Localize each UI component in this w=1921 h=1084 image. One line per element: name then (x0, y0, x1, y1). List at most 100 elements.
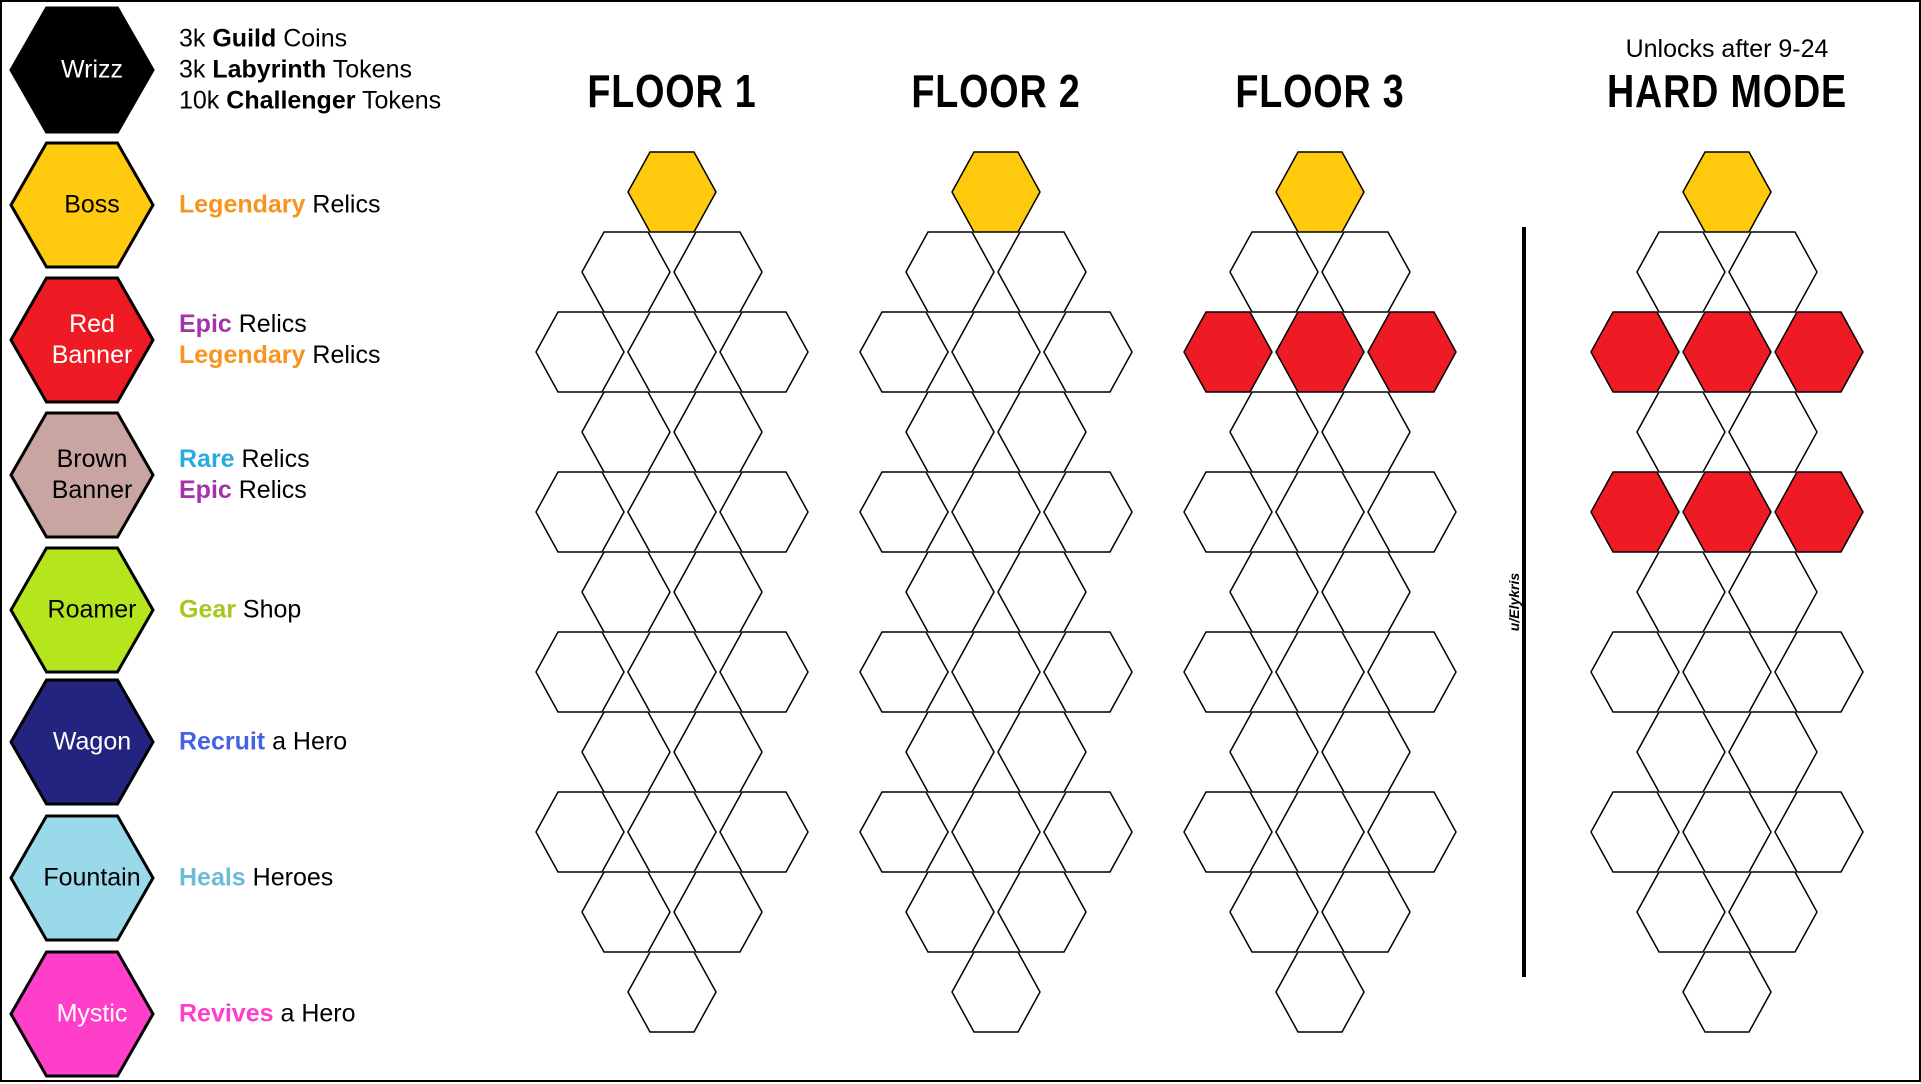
empty-hex (1774, 631, 1864, 713)
floor-grid-hard-mode (1590, 151, 1864, 1033)
legend-label-roamer: Roamer (22, 595, 162, 626)
boss-hex (1682, 151, 1772, 233)
floor-grid-floor-1 (535, 151, 809, 1033)
red-banner-hex (1774, 311, 1864, 393)
legend-desc-line: Rare Relics (179, 444, 310, 475)
legend-desc-line: 3k Labyrinth Tokens (179, 55, 441, 86)
floor-title-floor-3: FLOOR 3 (1235, 65, 1405, 117)
highlight-text: Rare (179, 445, 235, 473)
empty-hex (1321, 551, 1411, 633)
empty-hex (627, 311, 717, 393)
floor-subtitle: Unlocks after 9-24 (1625, 35, 1829, 63)
empty-hex (581, 391, 671, 473)
empty-hex (1043, 791, 1133, 873)
empty-hex (905, 711, 995, 793)
plain-text: Coins (276, 24, 348, 53)
hard-mode-divider (1522, 227, 1526, 977)
bold-text: Challenger (226, 86, 356, 115)
plain-text: Relics (234, 445, 310, 473)
legend-label-fountain: Fountain (22, 863, 162, 894)
empty-hex (1183, 631, 1273, 713)
red-banner-hex (1590, 311, 1680, 393)
legend-desc-fountain: Heals Heroes (179, 863, 333, 894)
empty-hex (951, 951, 1041, 1033)
legend-hex-wagon (9, 678, 155, 806)
red-banner-hex (1367, 311, 1457, 393)
empty-hex (997, 871, 1087, 953)
legend-desc-line: Heals Heroes (179, 863, 333, 894)
highlight-text: Epic (179, 310, 232, 338)
empty-hex (1636, 391, 1726, 473)
empty-hex (1682, 791, 1772, 873)
empty-hex (1682, 951, 1772, 1033)
plain-text: Tokens (355, 86, 442, 115)
empty-hex (1728, 391, 1818, 473)
red-banner-hex (1275, 311, 1365, 393)
red-banner-hex (1183, 311, 1273, 393)
legend-hex-brown-banner (9, 411, 155, 539)
empty-hex (1229, 231, 1319, 313)
boss-hex (951, 151, 1041, 233)
empty-hex (997, 231, 1087, 313)
empty-hex (1367, 791, 1457, 873)
plain-text: Relics (305, 341, 381, 369)
empty-hex (859, 791, 949, 873)
legend-label-wagon: Wagon (22, 727, 162, 758)
highlight-text: Gear (179, 595, 236, 624)
legend-desc-roamer: Gear Shop (179, 595, 301, 626)
legend-desc-line: 10k Challenger Tokens (179, 86, 441, 117)
empty-hex (673, 231, 763, 313)
empty-hex (581, 711, 671, 793)
empty-hex (535, 311, 625, 393)
legend-desc-line: Epic Relics (179, 309, 380, 340)
empty-hex (1321, 871, 1411, 953)
boss-hex (1275, 151, 1365, 233)
empty-hex (1321, 711, 1411, 793)
empty-hex (951, 631, 1041, 713)
highlight-text: Revives (179, 999, 274, 1028)
legend-label-line: Wrizz (60, 55, 124, 84)
legend-label-line: Brown (56, 445, 128, 473)
plain-text: 3k (179, 24, 213, 53)
plain-text: a Hero (265, 727, 348, 756)
legend-label-wrizz: Wrizz (22, 55, 162, 86)
legend-hex-fountain (9, 814, 155, 942)
empty-hex (535, 631, 625, 713)
empty-hex (1229, 551, 1319, 633)
empty-hex (859, 631, 949, 713)
legend-desc-boss: Legendary Relics (179, 190, 380, 221)
floor-title-floor-1: FLOOR 1 (587, 65, 757, 117)
plain-text: Relics (231, 310, 307, 338)
empty-hex (1275, 631, 1365, 713)
floor-title-floor-2: FLOOR 2 (911, 65, 1081, 117)
empty-hex (535, 791, 625, 873)
plain-text: Relics (305, 190, 381, 219)
empty-hex (951, 311, 1041, 393)
empty-hex (905, 231, 995, 313)
empty-hex (951, 471, 1041, 553)
empty-hex (1229, 871, 1319, 953)
floor-grid-floor-2 (859, 151, 1133, 1033)
legend-label-line: Mystic (56, 999, 128, 1028)
empty-hex (1728, 551, 1818, 633)
empty-hex (1636, 551, 1726, 633)
boss-hex (627, 151, 717, 233)
legend-desc-line: Legendary Relics (179, 190, 380, 221)
empty-hex (673, 551, 763, 633)
empty-hex (905, 871, 995, 953)
empty-hex (1636, 231, 1726, 313)
legend-desc-line: Gear Shop (179, 595, 301, 626)
highlight-text: Heals (179, 863, 246, 892)
empty-hex (1728, 711, 1818, 793)
legend-label-line: Wagon (52, 727, 132, 756)
empty-hex (997, 711, 1087, 793)
legend-hex-wrizz (9, 6, 155, 134)
plain-text: Shop (235, 595, 302, 624)
empty-hex (1774, 791, 1864, 873)
legend-hex-boss (9, 141, 155, 269)
empty-hex (581, 231, 671, 313)
